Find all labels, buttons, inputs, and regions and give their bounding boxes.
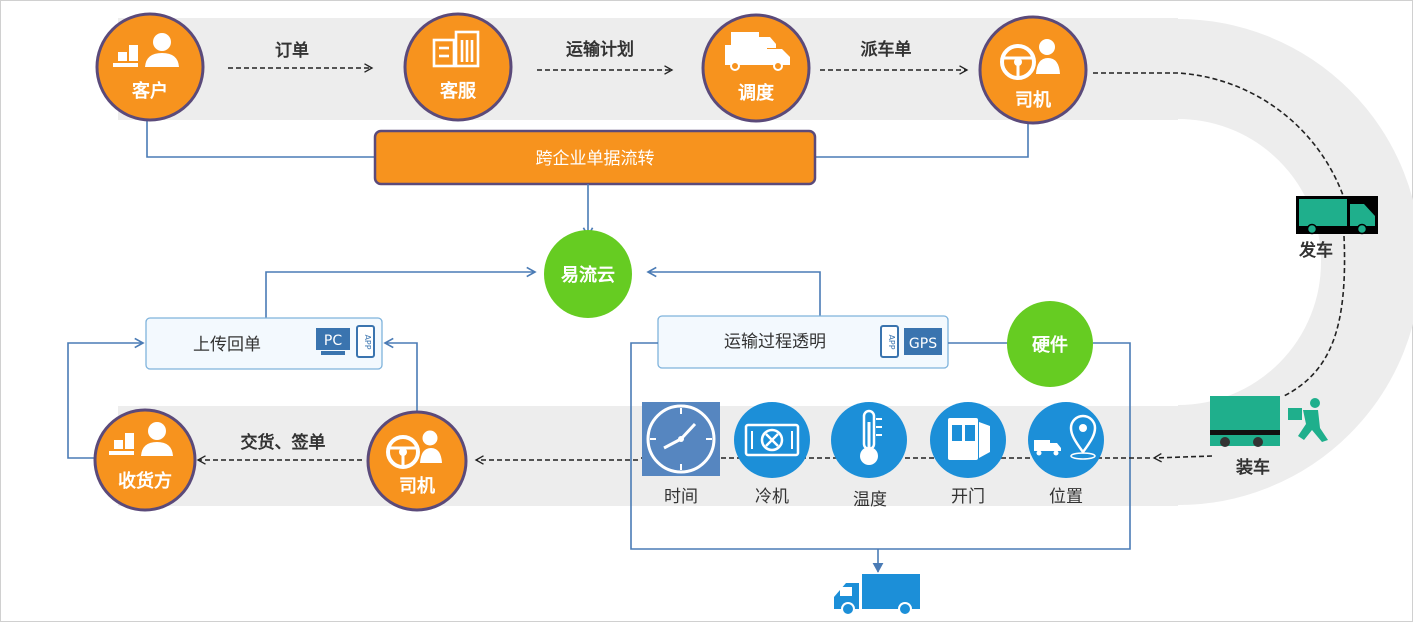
connector-customer	[146, 120, 375, 158]
transparency-label: 运输过程透明	[724, 332, 826, 352]
depart-label: 发车	[1298, 240, 1333, 261]
sensor-location	[1028, 402, 1104, 478]
sensor-label-location: 位置	[1049, 487, 1083, 507]
edge-label-plan: 运输计划	[566, 39, 634, 60]
app-icon-text-upload: APP	[363, 334, 372, 349]
pc-icon: PC	[316, 328, 350, 355]
sensor-frame	[630, 342, 1131, 550]
building-icon	[432, 30, 480, 68]
route-dashed-upper	[1093, 72, 1345, 199]
node-label-dispatch: 调度	[738, 82, 775, 104]
app-icon-text-transparency: APP	[887, 334, 896, 349]
upload-receipt-label: 上传回单	[193, 335, 261, 355]
node-service: 客服	[403, 12, 513, 122]
driver-person-icon	[420, 430, 442, 463]
upload-receipt-box: 上传回单 PC APP	[145, 317, 383, 370]
route-dashed-middle	[1283, 235, 1346, 397]
customer-people-icon	[113, 33, 179, 67]
node-label-driver-bottom: 司机	[399, 476, 435, 497]
app-phone-icon: APP	[880, 325, 899, 358]
node-label-customer: 客户	[132, 80, 168, 102]
arrow-upload-to-cloud	[265, 266, 537, 318]
node-label-receiver: 收货方	[118, 470, 172, 492]
sensor-time	[642, 402, 720, 476]
delivery-truck-icon	[834, 574, 920, 616]
cloud-hub: 易流云	[544, 230, 632, 318]
node-dispatch: 调度	[701, 13, 811, 123]
arrow-transparency-to-cloud	[646, 266, 821, 316]
gps-icon: GPS	[904, 328, 942, 355]
pc-icon-text: PC	[324, 333, 342, 349]
sensor-door	[930, 402, 1006, 478]
receiver-people-icon	[109, 422, 173, 456]
load-label: 装车	[1235, 457, 1270, 478]
driver-person-icon	[1036, 39, 1060, 74]
node-label-service: 客服	[440, 80, 477, 102]
edge-label-order: 订单	[275, 40, 309, 61]
sensor-temperature	[831, 402, 907, 478]
steering-wheel-icon	[1000, 44, 1036, 80]
cross-doc-label: 跨企业单据流转	[536, 149, 655, 169]
edge-label-delivery: 交货、签单	[241, 432, 326, 453]
sensor-cooler	[734, 402, 810, 478]
trucks-icon	[725, 32, 790, 71]
node-customer: 客户	[95, 12, 205, 122]
sensor-label-time: 时间	[664, 487, 698, 507]
depart-truck	[1296, 196, 1378, 235]
sensor-label-cooler: 冷机	[755, 487, 789, 507]
arrow-driver-to-upload	[383, 337, 418, 413]
hardware-node: 硬件	[1007, 301, 1093, 387]
cloud-label: 易流云	[561, 264, 615, 286]
hardware-label: 硬件	[1032, 334, 1068, 356]
steering-wheel-icon	[386, 435, 420, 469]
arrow-receiver-to-upload	[67, 337, 145, 459]
route-dashed-lower	[1152, 453, 1213, 463]
load-truck	[1210, 396, 1280, 447]
sensor-label-door: 开门	[951, 487, 985, 507]
app-phone-icon: APP	[356, 325, 375, 358]
node-receiver: 收货方	[93, 408, 197, 512]
sensor-label-temperature: 温度	[853, 490, 887, 510]
transparency-box: 运输过程透明 APP GPS	[657, 315, 949, 369]
worker-carrying-box-icon	[1288, 398, 1328, 442]
node-driver-bottom: 司机	[366, 410, 468, 512]
gps-icon-text: GPS	[909, 336, 937, 352]
cross-doc-bar: 跨企业单据流转	[373, 129, 817, 186]
node-driver-top: 司机	[978, 15, 1088, 125]
connector-driver	[815, 120, 1029, 158]
edge-label-dispatch: 派车单	[861, 39, 912, 60]
node-label-driver-top: 司机	[1015, 90, 1051, 111]
